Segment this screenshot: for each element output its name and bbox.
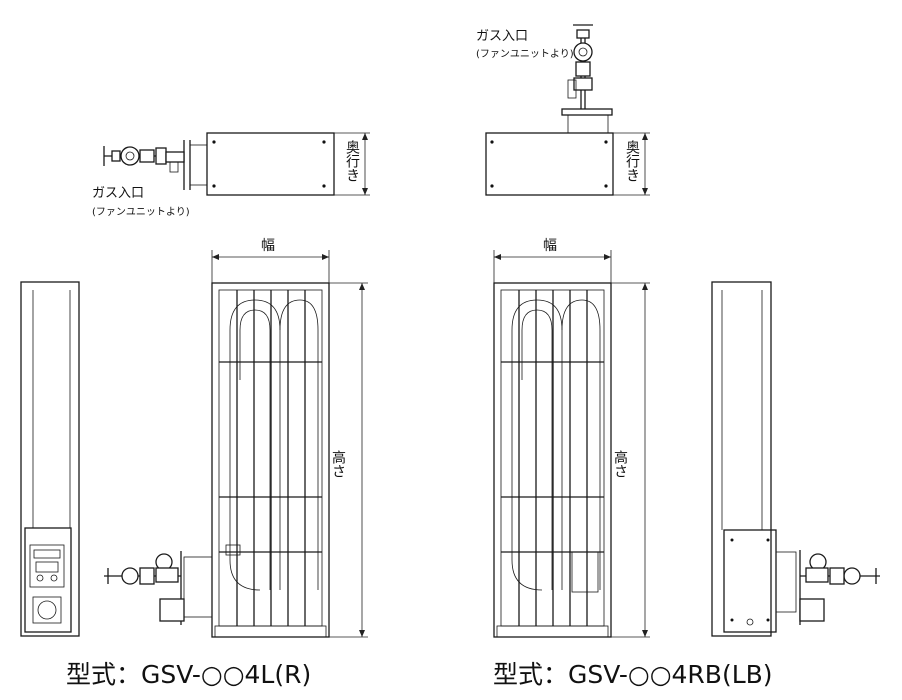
gas-inlet-label-left: ガス入口: [92, 186, 144, 201]
gas-valve-assembly-top: [567, 24, 593, 99]
top-view-left: 奥行き ガス入口 (ファンユニットより): [92, 132, 370, 218]
control-panel: [29, 544, 65, 624]
height-label-right: 高さ: [612, 449, 628, 478]
depth-label-right: 奥行き: [624, 139, 640, 182]
front-view-right: 幅 高さ: [493, 238, 650, 638]
side-view-left: [20, 281, 80, 637]
gas-valve-side-right: [800, 553, 880, 585]
model-label-right: 型式：GSV-○○4RB(LB): [493, 660, 773, 689]
gas-inlet-note-right: (ファンユニットより): [476, 48, 574, 60]
gas-valve-side-left: [104, 553, 181, 585]
width-label-left: 幅: [261, 238, 275, 254]
gas-valve-assembly: [103, 146, 185, 173]
height-label-left: 高さ: [330, 449, 346, 478]
model-label-left: 型式：GSV-○○4L(R): [66, 660, 311, 689]
width-label-right: 幅: [543, 238, 557, 254]
gas-inlet-note-left: (ファンユニットより): [92, 206, 190, 218]
side-view-right: [711, 281, 880, 637]
gas-inlet-label-right: ガス入口: [476, 29, 528, 44]
front-view-left: 幅 高さ: [104, 238, 368, 638]
depth-label-left: 奥行き: [344, 139, 360, 182]
top-view-right: 奥行き ガス入口 (ファンユニットより): [476, 24, 650, 196]
